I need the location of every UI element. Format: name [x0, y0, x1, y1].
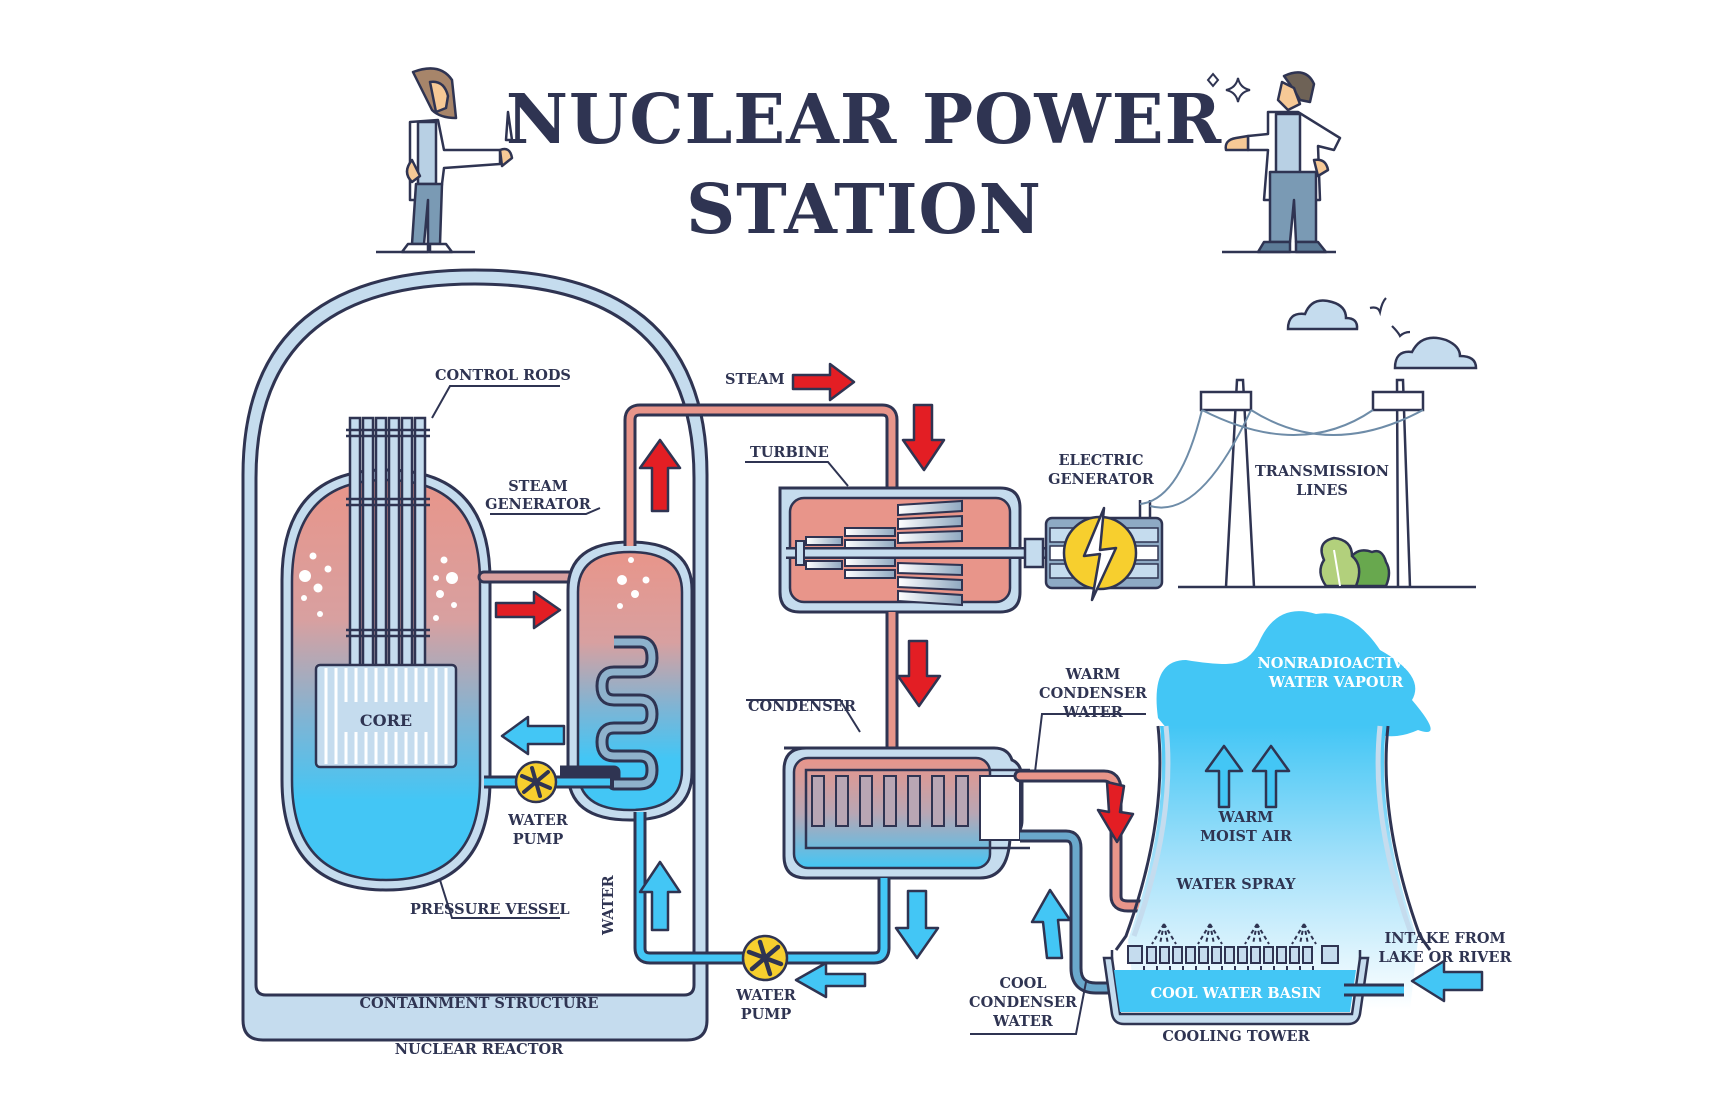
vapour-cloud [1156, 611, 1431, 743]
cool-water-basin-label: COOL WATER BASIN [1151, 985, 1322, 1002]
scientist-woman-figure [376, 67, 514, 254]
electric-generator-label-b: GENERATOR [1048, 471, 1155, 488]
nonradioactive-vapour-label-b: WATER VAPOUR [1268, 674, 1404, 691]
title-line-2: STATION [686, 170, 1042, 250]
air-up-arrow [1204, 744, 1291, 809]
water-label: WATER [600, 874, 617, 936]
water-pump-2[interactable] [741, 934, 789, 982]
steam-generator-label-b: GENERATOR [485, 496, 592, 513]
arrow-up-icon [1030, 888, 1072, 960]
cooling-tower-label: COOLING TOWER [1162, 1028, 1310, 1045]
water-spray-label: WATER SPRAY [1175, 876, 1296, 893]
containment-structure-label: CONTAINMENT STRUCTURE [360, 995, 599, 1012]
control-rods-label: CONTROL RODS [435, 367, 571, 384]
title-line-1: NUCLEAR POWER [505, 80, 1223, 160]
water-pump-1[interactable] [514, 760, 558, 804]
arrow-right-icon [494, 590, 562, 630]
transmission-lines-label-b: LINES [1296, 482, 1348, 499]
condenser-tubes [804, 768, 1030, 850]
water-spray-nozzles [1151, 923, 1317, 945]
bubbles [299, 552, 458, 621]
condenser-label: CONDENSER [748, 698, 857, 715]
arrow-down-icon [894, 889, 940, 960]
pressure-vessel-label: PRESSURE VESSEL [410, 901, 570, 918]
bush-icon [1319, 536, 1391, 588]
core-label: CORE [360, 711, 412, 730]
intake-label-a: INTAKE FROM [1384, 930, 1505, 947]
cold-flow-arrows [500, 715, 1484, 1003]
cool-condenser-water-label-c: WATER [992, 1013, 1054, 1030]
water-pump-2-label-b: PUMP [741, 1006, 792, 1023]
pressure-vessel: CORE [280, 416, 492, 892]
arrow-down-icon [1096, 780, 1135, 844]
power-cables [1139, 409, 1424, 509]
cool-condenser-water-label-a: COOL [1000, 975, 1047, 992]
lightning-bolt-icon [1082, 506, 1118, 602]
electric-generator-label-a: ELECTRIC [1058, 452, 1143, 469]
reactor-core: CORE [314, 663, 458, 769]
fill-media [1127, 945, 1339, 964]
steam-label: STEAM [725, 371, 785, 388]
warm-moist-air-label-a: WARM [1218, 809, 1274, 826]
leader-lines [431, 385, 1146, 1035]
condenser [782, 746, 1030, 880]
cloud-icon [1286, 299, 1478, 370]
warm-condenser-water-label-c: WATER [1062, 704, 1124, 721]
warm-condenser-water-label-a: WARM [1065, 666, 1121, 683]
steam-generator-label-a: STEAM [508, 478, 568, 495]
control-rods [346, 416, 430, 680]
arrow-left-icon [500, 715, 566, 756]
arrow-up-icon [638, 438, 682, 513]
warm-condenser-water-label-b: CONDENSER [1039, 685, 1148, 702]
warm-moist-air-label-b: MOIST AIR [1200, 828, 1293, 845]
cooling-tower [1102, 611, 1432, 1026]
arrow-down-icon [901, 403, 946, 472]
cool-water-basin [1102, 956, 1370, 1026]
nuclear-reactor-label: NUCLEAR REACTOR [395, 1041, 564, 1058]
arrow-left-icon [1410, 959, 1484, 1003]
hot-flow-arrows [494, 362, 1135, 844]
sparkle-icon [1206, 72, 1251, 103]
scientist-man-figure [1222, 71, 1342, 254]
cool-condenser-water-label-b: CONDENSER [969, 994, 1078, 1011]
turbine-blades [805, 499, 963, 607]
arrow-down-icon [896, 639, 942, 708]
transmission-lines-label-a: TRANSMISSION [1255, 463, 1389, 480]
steam-generator [560, 540, 694, 822]
turbine [778, 486, 1060, 614]
arrow-left-icon [794, 961, 867, 999]
fan-icon [746, 939, 784, 977]
turbine-label: TURBINE [750, 444, 829, 461]
water-pump-1-label-b: PUMP [513, 831, 564, 848]
nonradioactive-vapour-label-a: NONRADIOACTIVE [1257, 655, 1414, 672]
fan-icon [520, 766, 552, 798]
water-pump-1-label-a: WATER [507, 812, 569, 829]
intake-label-b: LAKE OR RIVER [1378, 949, 1512, 966]
arrow-up-icon [638, 860, 682, 932]
arrow-right-icon [791, 362, 856, 402]
water-pump-2-label-a: WATER [735, 987, 797, 1004]
bird-icon [1369, 297, 1411, 338]
electric-generator [1023, 500, 1164, 602]
